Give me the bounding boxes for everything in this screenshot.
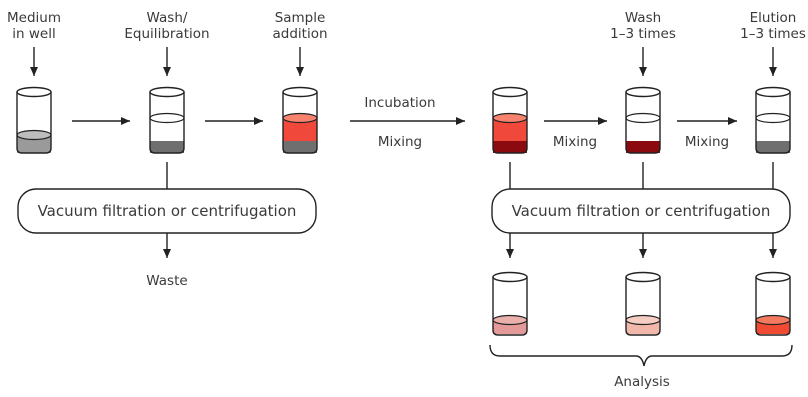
- vacuum-box-left: Vacuum filtration or centrifugation: [17, 188, 317, 234]
- svg-text:Elution: Elution: [750, 10, 797, 26]
- label-mixing-1: Mixing: [553, 134, 597, 150]
- well-incubation: [492, 86, 528, 154]
- vacuum-box-right: Vacuum filtration or centrifugation: [491, 188, 791, 234]
- svg-text:Medium: Medium: [7, 10, 61, 26]
- label-analysis: Analysis: [614, 374, 670, 390]
- label-sample-addition: Sample addition: [272, 10, 327, 42]
- svg-text:Vacuum filtration or centrifug: Vacuum filtration or centrifugation: [38, 202, 297, 220]
- svg-text:in well: in well: [12, 26, 55, 42]
- svg-text:Sample: Sample: [275, 10, 326, 26]
- tube-eluate: [755, 271, 791, 336]
- label-medium-in-well: Medium in well: [7, 10, 61, 42]
- svg-text:Wash: Wash: [625, 10, 661, 26]
- label-mixing-main: Mixing: [378, 134, 422, 150]
- label-mixing-2: Mixing: [685, 134, 729, 150]
- analysis-brace: [489, 344, 793, 367]
- svg-text:Vacuum filtration or centrifug: Vacuum filtration or centrifugation: [512, 202, 771, 220]
- label-wash-equilibration: Wash/ Equilibration: [124, 10, 209, 42]
- label-incubation: Incubation: [364, 95, 435, 111]
- svg-text:Wash/: Wash/: [147, 10, 188, 26]
- well-medium: [16, 86, 52, 154]
- svg-text:1–3 times: 1–3 times: [740, 26, 806, 42]
- well-elution: [755, 86, 791, 154]
- svg-text:Equilibration: Equilibration: [124, 26, 209, 42]
- svg-text:1–3 times: 1–3 times: [610, 26, 676, 42]
- tube-wash: [625, 271, 661, 336]
- well-wash-equilibration: [149, 86, 185, 154]
- well-wash: [625, 86, 661, 154]
- label-waste: Waste: [146, 273, 187, 289]
- label-elution-times: Elution 1–3 times: [740, 10, 806, 42]
- label-wash-times: Wash 1–3 times: [610, 10, 676, 42]
- well-sample-addition: [282, 86, 318, 154]
- tube-flowthrough: [492, 271, 528, 336]
- svg-text:addition: addition: [272, 26, 327, 42]
